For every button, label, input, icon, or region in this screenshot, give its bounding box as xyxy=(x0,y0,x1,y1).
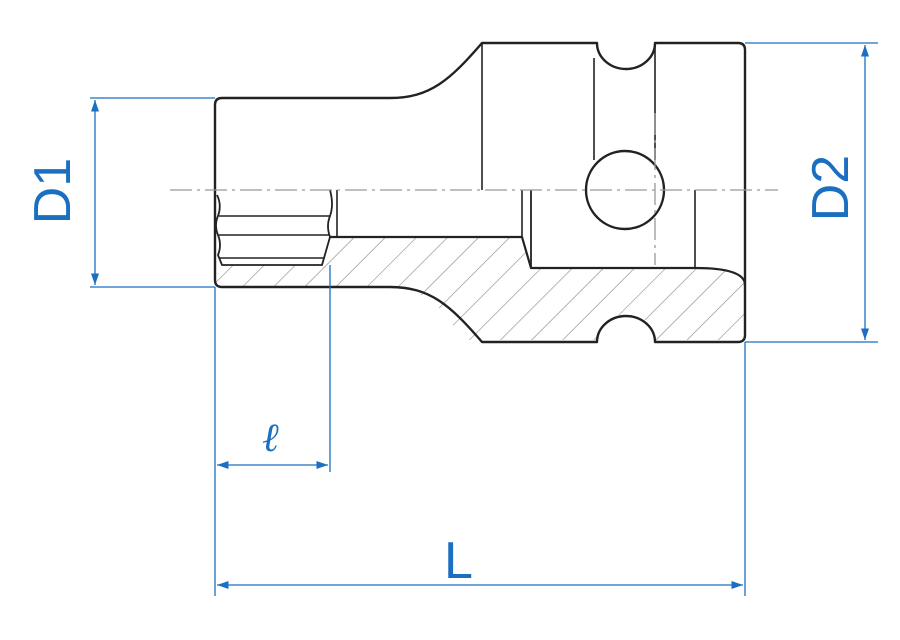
small-l-label: ℓ xyxy=(262,415,279,461)
d2-label: D2 xyxy=(802,154,861,222)
center-lines xyxy=(170,113,778,265)
d1-label: D1 xyxy=(24,157,83,225)
dimension-lines xyxy=(90,42,878,596)
section-hatching xyxy=(216,237,745,340)
big-l-label: L xyxy=(444,532,473,590)
